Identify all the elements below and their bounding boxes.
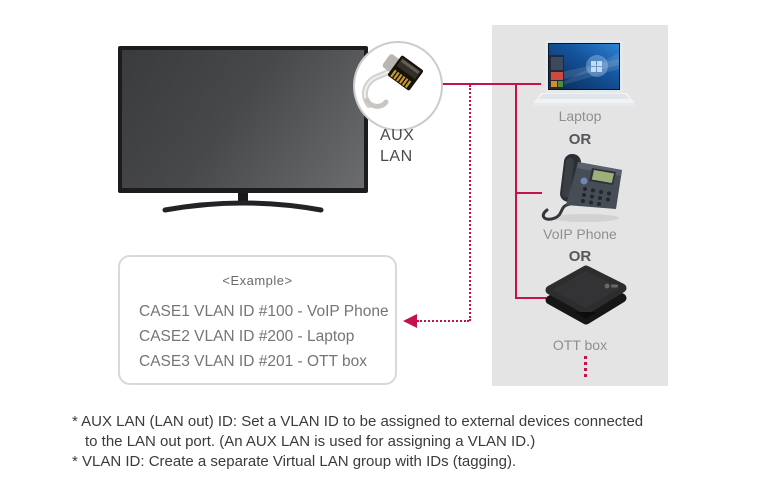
ethernet-cable-icon — [361, 54, 423, 109]
footnote-line-3: * VLAN ID: Create a separate Virtual LAN… — [72, 453, 517, 470]
device-label-ott-box: OTT box — [552, 337, 608, 353]
arrow-head-icon — [403, 314, 417, 328]
continuation-ellipsis — [584, 356, 587, 377]
dotted-line-vertical — [469, 85, 471, 321]
device-label-laptop: Laptop — [558, 108, 602, 124]
ott-box-icon — [545, 265, 627, 325]
laptop-icon — [533, 40, 635, 106]
device-label-voip-phone: VoIP Phone — [543, 226, 617, 242]
or-label-2: OR — [568, 248, 592, 265]
dotted-line-horizontal — [417, 320, 469, 322]
tv-screen — [122, 50, 364, 188]
example-case-1: CASE1 VLAN ID #100 - VoIP Phone — [139, 303, 389, 320]
footnotes: * AUX LAN (LAN out) ID: Set a VLAN ID to… — [72, 412, 732, 472]
tv-image — [118, 46, 368, 193]
example-title: <Example> — [222, 273, 293, 288]
footnote-line-1: * AUX LAN (LAN out) ID: Set a VLAN ID to… — [72, 413, 644, 430]
connector-line-voip — [515, 192, 542, 194]
aux-lan-label: AUX LAN — [380, 125, 430, 167]
connector-line-ott — [515, 297, 546, 299]
example-case-list: CASE1 VLAN ID #100 - VoIP Phone CASE2 VL… — [139, 299, 395, 374]
voip-phone-icon — [541, 153, 622, 222]
example-case-2: CASE2 VLAN ID #200 - Laptop — [139, 328, 355, 345]
example-case-3: CASE3 VLAN ID #201 - OTT box — [139, 353, 368, 370]
aux-lan-port-callout — [353, 41, 443, 131]
aux-lan-label-line1: AUX — [380, 127, 415, 144]
example-box: <Example> CASE1 VLAN ID #100 - VoIP Phon… — [118, 255, 397, 385]
tv-stand-neck — [238, 193, 248, 203]
or-label-1: OR — [568, 131, 592, 148]
tv-stand-base — [162, 200, 324, 213]
aux-lan-label-line2: LAN — [380, 148, 413, 165]
footnote-line-2: to the LAN out port. (An AUX LAN is used… — [85, 433, 536, 450]
connector-line-main — [438, 83, 541, 85]
connector-line-vertical — [515, 83, 517, 299]
